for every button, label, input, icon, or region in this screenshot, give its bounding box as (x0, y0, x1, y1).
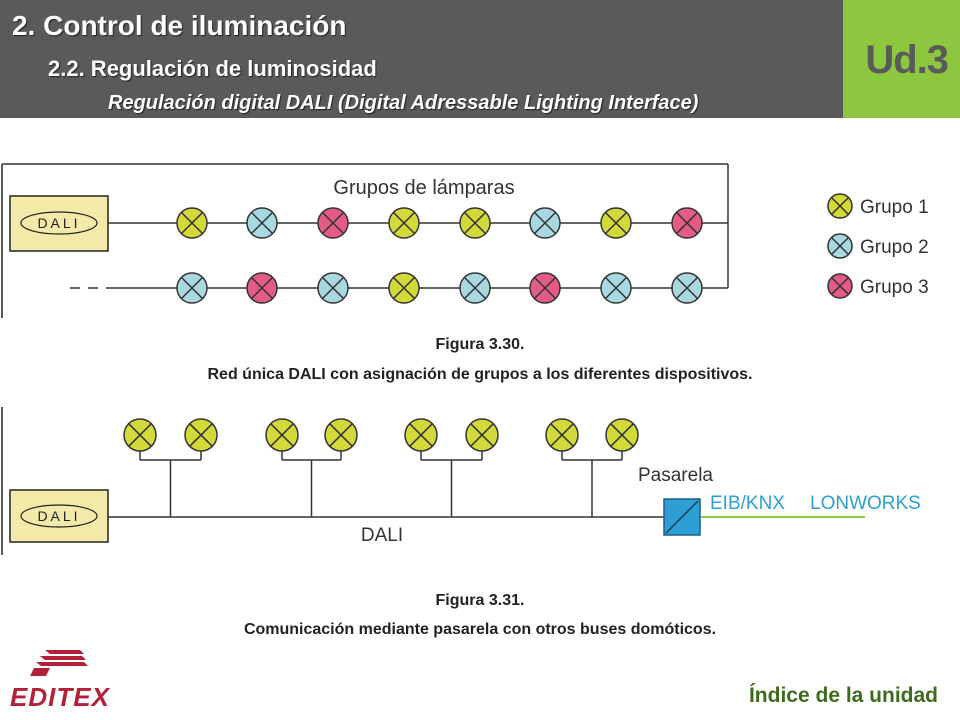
lamp-row1-4 (388, 207, 420, 239)
lamp-row1-7 (600, 207, 632, 239)
lamp-row2-1 (176, 272, 208, 304)
dali-bus-label: DALI (361, 525, 403, 546)
figure-dali-gateway: DALI DALI Pasarela EIB/KNX LONWORKS (1, 407, 921, 555)
legend-label-2: Grupo 2 (860, 237, 929, 258)
lamp-row1-3 (317, 207, 349, 239)
lamp-row1-6 (529, 207, 561, 239)
editex-logo-icon (30, 650, 88, 676)
group-title: Grupos de lámparas (333, 177, 514, 199)
lamp-row2-8 (671, 272, 703, 304)
page-subtitle: 2.2. Regulación de luminosidad (48, 56, 377, 81)
lamp-row2-4 (388, 272, 420, 304)
dali-controller-label: DALI (37, 215, 80, 231)
page-title: 2. Control de iluminación (12, 10, 347, 41)
lamp-pair1-b (184, 418, 218, 452)
lamp-pair4-a (545, 418, 579, 452)
lamp-row1-2 (246, 207, 278, 239)
figure1-caption-text: Red única DALI con asignación de grupos … (207, 366, 753, 383)
legend-lamp-2-icon (827, 233, 853, 259)
lamp-pair2-a (265, 418, 299, 452)
legend-lamp-1-icon (827, 193, 853, 219)
lamp-row1-8 (671, 207, 703, 239)
lamp-row2-3 (317, 272, 349, 304)
lamp-row2-2 (246, 272, 278, 304)
dali-controller: DALI (9, 195, 109, 252)
gateway-box (663, 498, 701, 536)
figure2-caption-title: Figura 3.31. (435, 592, 525, 609)
lamp-pair3-a (404, 418, 438, 452)
header-bar: 2. Control de iluminación 2.2. Regulació… (0, 0, 843, 118)
dali-controller-label-2: DALI (37, 508, 80, 524)
lonworks-label: LONWORKS (810, 493, 921, 514)
editex-logo-text: EDITEX (10, 682, 110, 712)
dali-controller-2: DALI (9, 489, 109, 543)
lamp-row2-6 (529, 272, 561, 304)
unit-label: Ud.3 (865, 38, 949, 82)
unit-badge: Ud.3 (843, 0, 960, 118)
lamp-pair2-b (324, 418, 358, 452)
lamp-row2-5 (459, 272, 491, 304)
legend-label-3: Grupo 3 (860, 277, 929, 298)
section-topic: Regulación digital DALI (Digital Adressa… (108, 92, 699, 114)
lamp-pair1-a (123, 418, 157, 452)
gateway-label: Pasarela (638, 465, 713, 486)
lamp-pair4-b (605, 418, 639, 452)
lamp-row2-7 (600, 272, 632, 304)
figure2-caption-text: Comunicación mediante pasarela con otros… (243, 621, 717, 638)
eib-knx-label: EIB/KNX (710, 493, 785, 514)
legend-lamp-3-icon (827, 273, 853, 299)
lamp-row1-5 (459, 207, 491, 239)
lamp-pair3-b (465, 418, 499, 452)
unit-index-link[interactable]: Índice de la unidad (748, 684, 938, 707)
legend-label-1: Grupo 1 (860, 197, 929, 218)
lamp-row1-1 (176, 207, 208, 239)
figure-dali-groups: DALI Grupos de lámparas Grupo 1 Grupo 2 Gr… (1, 163, 929, 318)
figure1-caption-title: Figura 3.30. (435, 336, 525, 353)
